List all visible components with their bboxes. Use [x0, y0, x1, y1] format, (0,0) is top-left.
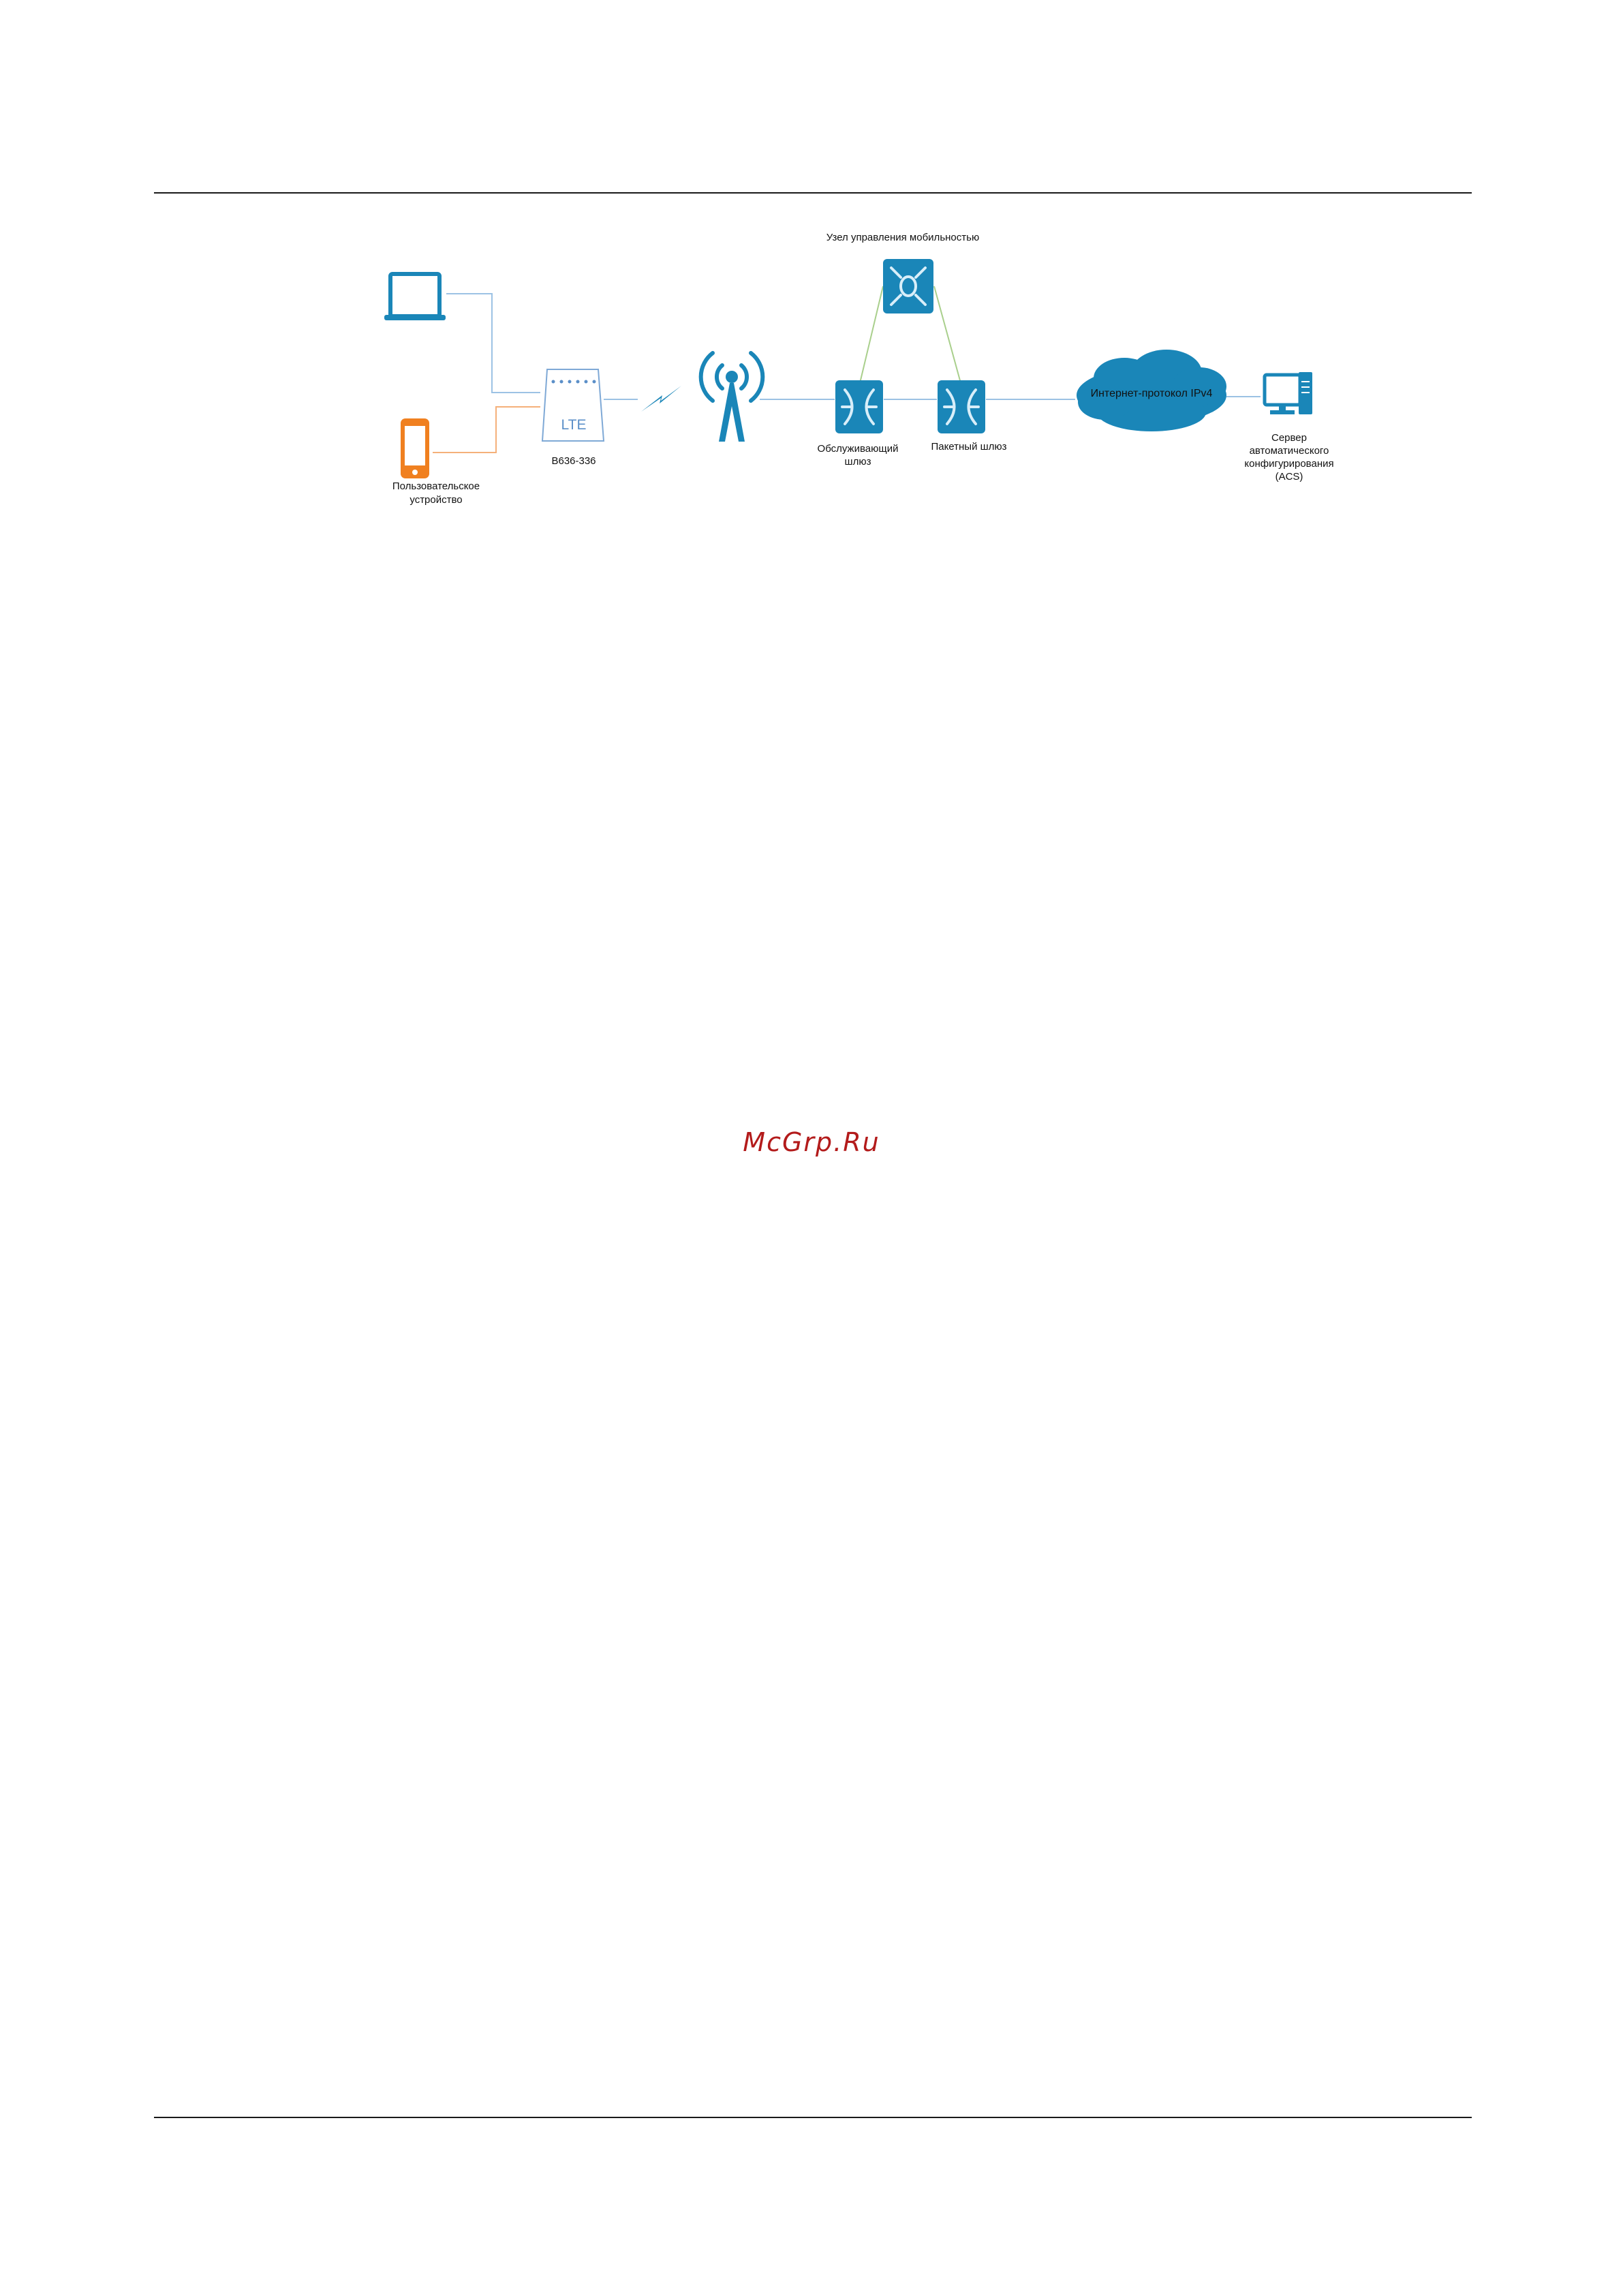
packet-gateway-label: Пакетный шлюз	[931, 441, 1006, 453]
network-diagram: Узел управления мобильностью Пользовател…	[0, 0, 1623, 545]
user-device-label-line2: устройство	[409, 494, 462, 506]
user-device-label-line1: Пользовательское	[392, 480, 480, 492]
laptop-icon	[384, 274, 446, 320]
acs-server-icon	[1265, 372, 1312, 414]
footer-rule	[154, 2117, 1472, 2118]
router-model-label: B636-336	[551, 455, 596, 467]
cell-tower-icon	[701, 353, 763, 442]
smartphone-icon	[401, 418, 429, 478]
serving-gateway-icon	[835, 380, 883, 433]
acs-label-line4: (ACS)	[1276, 471, 1303, 483]
watermark: McGrp.Ru	[0, 1127, 1623, 1157]
acs-label-line3: конфигурирования	[1244, 458, 1333, 470]
serving-gateway-label-line2: шлюз	[845, 456, 871, 468]
phone-router-link	[433, 407, 540, 453]
acs-label-line1: Сервер	[1271, 432, 1307, 444]
router-badge-label: LTE	[561, 417, 587, 433]
acs-label-line2: автоматического	[1250, 445, 1329, 457]
radio-link-icon	[641, 386, 681, 412]
mobility-node-label: Узел управления мобильностью	[826, 232, 979, 243]
mme-sgw-link	[860, 286, 883, 383]
laptop-router-link	[446, 294, 540, 393]
internet-label: Интернет-протокол IPv4	[1091, 388, 1213, 399]
mobility-node-icon	[883, 259, 933, 313]
serving-gateway-label-line1: Обслуживающий	[818, 443, 899, 455]
packet-gateway-icon	[938, 380, 985, 433]
mme-pgw-link	[934, 286, 961, 383]
